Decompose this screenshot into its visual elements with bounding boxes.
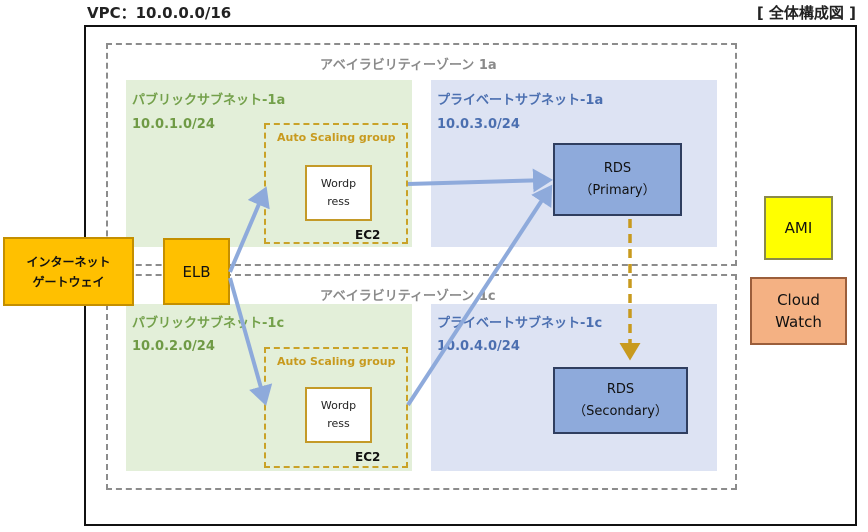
vpc-title: VPC：10.0.0.0/16 xyxy=(87,4,232,22)
ec2-label-1a: EC2 xyxy=(355,228,381,242)
private-subnet-1c-cidr: 10.0.4.0/24 xyxy=(437,339,520,354)
auto-scaling-group-1c xyxy=(264,347,408,468)
public-subnet-1a-cidr: 10.0.1.0/24 xyxy=(132,117,215,132)
cloudwatch: Cloud Watch xyxy=(750,277,847,345)
az-1a-label: アベイラビリティーゾーン 1a xyxy=(320,58,497,73)
rds-secondary: RDS （Secondary） xyxy=(553,367,688,434)
arrow-elb-to-asg-1a xyxy=(228,186,270,273)
rds-primary: RDS （Primary） xyxy=(553,143,682,216)
az-1c-boundary xyxy=(106,274,737,490)
public-subnet-1c-cidr: 10.0.2.0/24 xyxy=(132,339,215,354)
internet-gateway: インターネット ゲートウェイ xyxy=(3,237,134,306)
auto-scaling-group-1a xyxy=(264,123,408,244)
public-subnet-1a-title: パブリックサブネット-1a xyxy=(132,93,286,108)
az-1a-boundary xyxy=(106,43,737,266)
az-1c-label: アベイラビリティーゾーン 1c xyxy=(320,289,496,304)
auto-scaling-group-1c-label: Auto Scaling group xyxy=(277,355,396,368)
arrow-elb-to-asg-1c xyxy=(228,277,273,406)
arrow-asg-1a-to-rds-primary xyxy=(407,168,553,193)
ami: AMI xyxy=(764,196,833,260)
wordpress-1a: Wordp ress xyxy=(305,165,372,221)
private-subnet-1a-title: プライベートサブネット-1a xyxy=(437,93,604,108)
arrow-asg-1c-to-rds-primary xyxy=(406,184,553,407)
elb: ELB xyxy=(163,238,230,305)
private-subnet-1c-title: プライベートサブネット-1c xyxy=(437,316,603,331)
wordpress-1c: Wordp ress xyxy=(305,387,372,443)
private-subnet-1a-cidr: 10.0.3.0/24 xyxy=(437,117,520,132)
public-subnet-1c-title: パブリックサブネット-1c xyxy=(132,316,285,331)
auto-scaling-group-1a-label: Auto Scaling group xyxy=(277,131,396,144)
overview-label: [ 全体構成図 ] xyxy=(756,4,856,22)
ec2-label-1c: EC2 xyxy=(355,450,381,464)
